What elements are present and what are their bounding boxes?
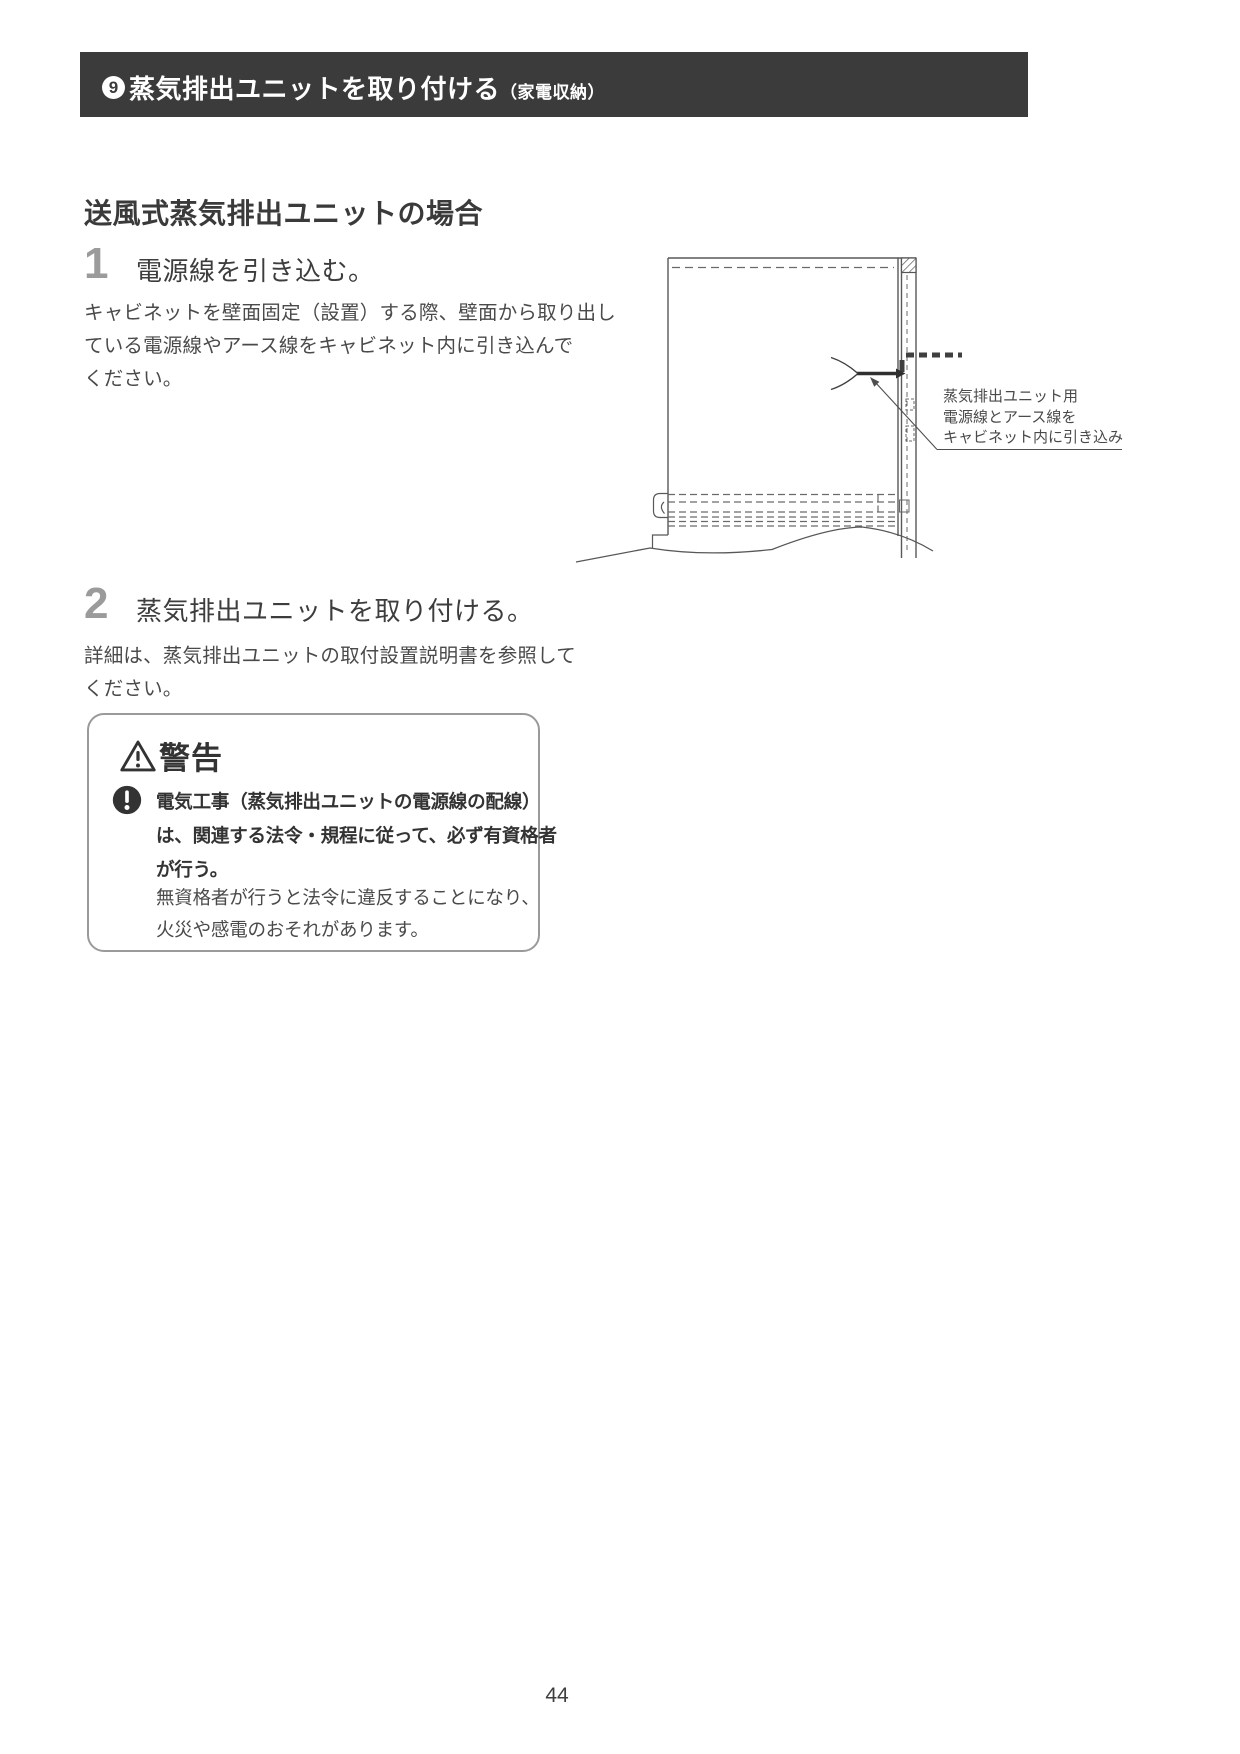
subsection-title: 送風式蒸気排出ユニットの場合: [84, 198, 484, 229]
warning-normal-text: 無資格者が行うと法令に違反することになり、 火災や感電のおそれがあります。: [156, 882, 540, 946]
step-1-body: キャビネットを壁面固定（設置）する際、壁面から取り出し ている電源線やアース線を…: [84, 297, 616, 396]
left-bracket: [651, 492, 668, 549]
warning-header: 警告: [120, 733, 223, 778]
cabinet-outline: [667, 257, 917, 558]
step-2-body-line: ください。: [84, 678, 183, 700]
step-1-heading: 電源線を引き込む。: [136, 256, 375, 286]
step-1: 1 電源線を引き込む。: [84, 239, 375, 288]
power-cord-route-dashed: [899, 352, 962, 372]
step-1-body-line: ください。: [84, 368, 183, 390]
step-2-body: 詳細は、蒸気排出ユニットの取付設置説明書を参照して ください。: [84, 640, 576, 706]
callout-leader-line: [870, 377, 1122, 451]
warning-triangle-icon: [120, 740, 156, 771]
warning-title: 警告: [159, 741, 223, 776]
warning-box: 警告 電気工事（蒸気排出ユニットの電源線の配線） は、関連する法令・規程に従って…: [87, 713, 557, 952]
page-number: 44: [545, 1684, 569, 1707]
section-header-suffix: （家電収納）: [500, 82, 606, 102]
wall-mount-marks: [899, 398, 915, 513]
mandatory-exclamation-icon: [112, 785, 142, 815]
warning-bold-line: は、関連する法令・規程に従って、必ず有資格者: [156, 825, 557, 846]
callout-line: 電源線とアース線を: [943, 408, 1077, 426]
diagram-callout: 蒸気排出ユニット用 電源線とアース線を キャビネット内に引き込み: [943, 387, 1153, 449]
callout-line: キャビネット内に引き込み: [943, 429, 1124, 446]
section-header-bar: 9 蒸気排出ユニットを取り付ける （家電収納）: [80, 52, 1028, 117]
warning-bold-line: が行う。: [156, 859, 229, 880]
warning-normal-line: 無資格者が行うと法令に違反することになり、: [156, 887, 540, 908]
cabinet-installation-diagram: [575, 257, 1122, 563]
section-header-title: 蒸気排出ユニットを取り付ける: [129, 74, 501, 104]
callout-line: 蒸気排出ユニット用: [943, 388, 1079, 405]
step-2-heading: 蒸気排出ユニットを取り付ける。: [136, 596, 534, 626]
break-line: [575, 526, 934, 563]
warning-bold-text: 電気工事（蒸気排出ユニットの電源線の配線） は、関連する法令・規程に従って、必ず…: [156, 785, 557, 887]
wall-section-hatch: [900, 257, 917, 274]
step-2: 2 蒸気排出ユニットを取り付ける。: [84, 579, 534, 628]
power-cord-arrow: [830, 356, 906, 391]
step-2-number: 2: [84, 579, 109, 628]
step-2-body-line: 詳細は、蒸気排出ユニットの取付設置説明書を参照して: [84, 645, 576, 667]
bottom-rails-dashed: [668, 493, 898, 527]
warning-bold-line: 電気工事（蒸気排出ユニットの電源線の配線）: [156, 791, 541, 812]
step-1-body-line: キャビネットを壁面固定（設置）する際、壁面から取り出し: [84, 302, 616, 324]
warning-normal-line: 火災や感電のおそれがあります。: [156, 919, 429, 940]
section-number-badge: 9: [102, 76, 125, 99]
step-1-body-line: ている電源線やアース線をキャビネット内に引き込んで: [84, 335, 574, 357]
step-1-number: 1: [84, 239, 109, 288]
